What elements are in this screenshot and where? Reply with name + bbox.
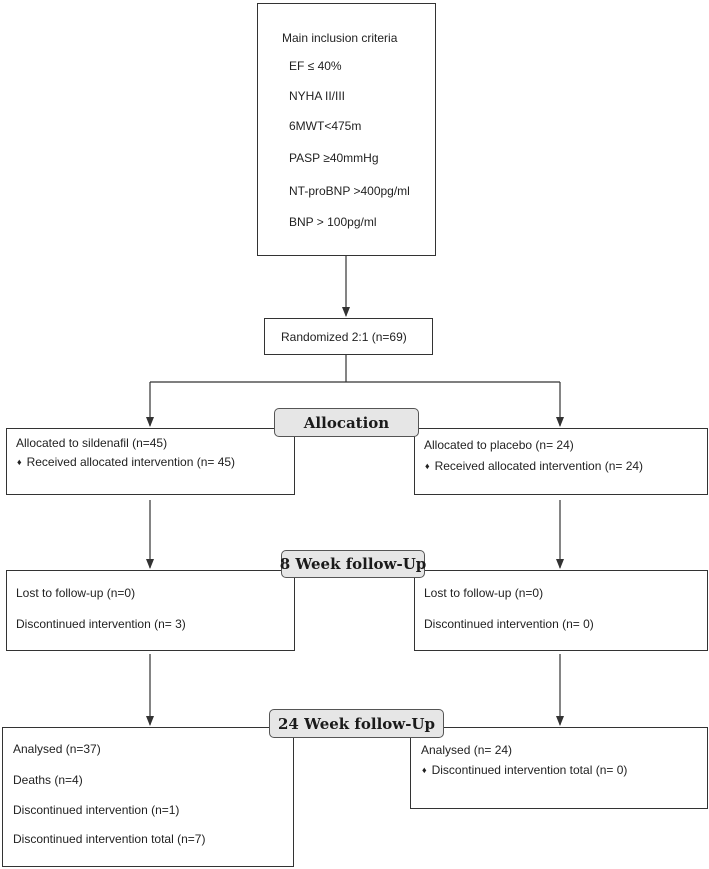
criterion-nyha: NYHA II/III bbox=[289, 89, 346, 103]
sildenafil-week24-box: Analysed (n=37) Deaths (n=4) Discontinue… bbox=[2, 727, 294, 867]
sildenafil-discontinued-total: Discontinued intervention total (n=7) bbox=[13, 832, 206, 846]
inclusion-criteria-title: Main inclusion criteria bbox=[282, 31, 398, 45]
sildenafil-lost-to-follow-up: Lost to follow-up (n=0) bbox=[16, 586, 136, 600]
randomized-box: Randomized 2:1 (n=69) bbox=[264, 318, 433, 355]
sildenafil-analysed-count: Analysed (n=37) bbox=[13, 742, 101, 756]
allocation-stage-label: Allocation bbox=[274, 408, 419, 437]
week8-stage-label: 8 Week follow-Up bbox=[280, 550, 426, 578]
sildenafil-week8-box: Lost to follow-up (n=0) Discontinued int… bbox=[6, 570, 295, 651]
criterion-ef: EF ≤ 40% bbox=[289, 59, 342, 73]
sildenafil-discontinued-intervention: Discontinued intervention (n= 3) bbox=[16, 617, 186, 631]
placebo-allocation-box: Allocated to placebo (n= 24) Received al… bbox=[414, 428, 708, 495]
placebo-discontinued-total: Discontinued intervention total (n= 0) bbox=[422, 763, 628, 777]
placebo-lost-to-follow-up: Lost to follow-up (n=0) bbox=[424, 586, 544, 600]
criterion-nt-probnp: NT-proBNP >400pg/ml bbox=[289, 184, 410, 198]
inclusion-criteria-box: Main inclusion criteria EF ≤ 40% NYHA II… bbox=[257, 3, 436, 256]
randomized-label: Randomized 2:1 (n=69) bbox=[281, 330, 407, 344]
sildenafil-allocated-count: Allocated to sildenafil (n=45) bbox=[16, 436, 168, 450]
week24-stage-label: 24 Week follow-Up bbox=[269, 709, 444, 738]
placebo-week8-box: Lost to follow-up (n=0) Discontinued int… bbox=[414, 570, 708, 651]
placebo-allocated-count: Allocated to placebo (n= 24) bbox=[424, 438, 574, 452]
placebo-received-intervention: Received allocated intervention (n= 24) bbox=[425, 459, 643, 473]
criterion-pasp: PASP ≥40mmHg bbox=[289, 151, 379, 165]
sildenafil-deaths: Deaths (n=4) bbox=[13, 773, 83, 787]
sildenafil-discontinued-intervention-week24: Discontinued intervention (n=1) bbox=[13, 803, 180, 817]
placebo-analysed-count: Analysed (n= 24) bbox=[421, 743, 513, 757]
criterion-bnp: BNP > 100pg/ml bbox=[289, 215, 377, 229]
sildenafil-received-intervention: Received allocated intervention (n= 45) bbox=[17, 455, 235, 469]
sildenafil-allocation-box: Allocated to sildenafil (n=45) Received … bbox=[6, 428, 295, 495]
placebo-discontinued-intervention: Discontinued intervention (n= 0) bbox=[424, 617, 594, 631]
placebo-week24-box: Analysed (n= 24) Discontinued interventi… bbox=[410, 727, 708, 809]
criterion-6mwt: 6MWT<475m bbox=[289, 119, 362, 133]
